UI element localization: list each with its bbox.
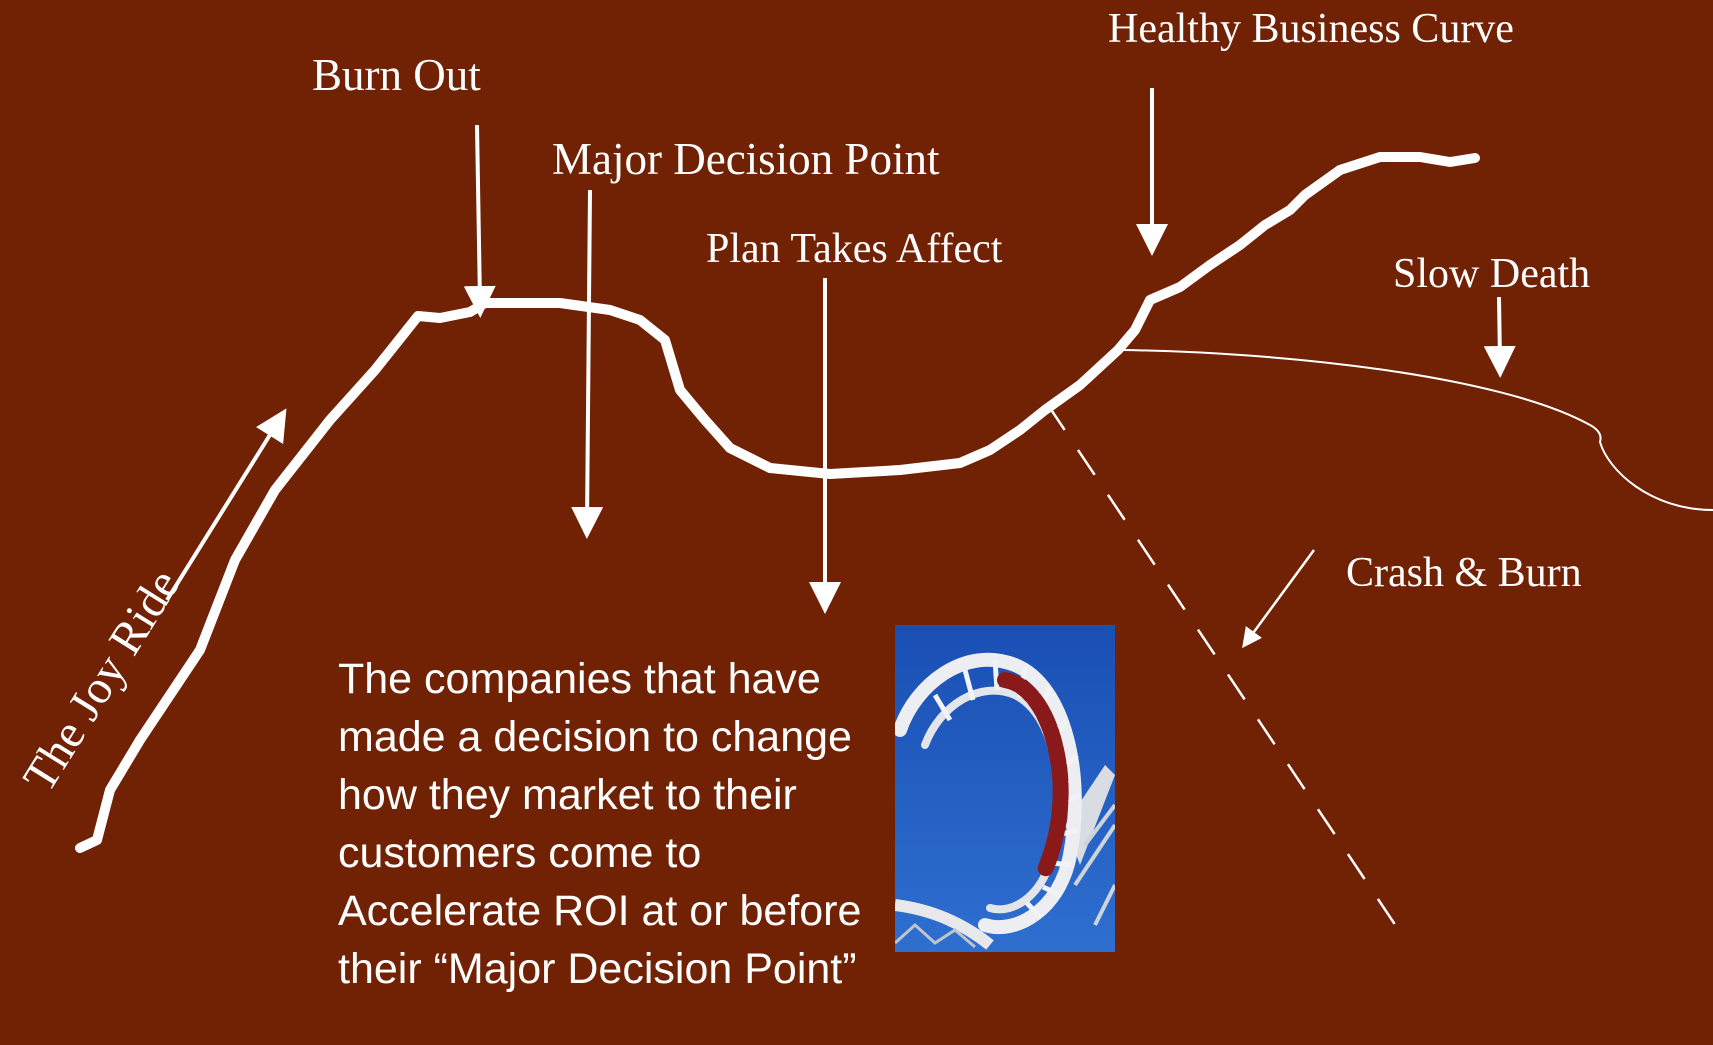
roller-coaster-photo <box>895 625 1115 952</box>
joy-ride-label: The Joy Ride <box>13 561 190 801</box>
body-text: The companies that have made a decision … <box>338 655 862 993</box>
business-curve-line <box>75 152 1480 853</box>
slow-death-arrow <box>1483 296 1516 378</box>
healthy-business-curve-label: Healthy Business Curve <box>1108 6 1514 52</box>
plan-takes-affect-label: Plan Takes Affect <box>706 226 1003 272</box>
slow-death-label: Slow Death <box>1393 251 1590 297</box>
burn-out-label: Burn Out <box>312 50 481 100</box>
crash-and-burn-label: Crash & Burn <box>1346 550 1582 596</box>
slow-death-curve <box>1119 349 1713 511</box>
major-decision-point-label: Major Decision Point <box>552 134 940 184</box>
joy-ride-arrow <box>165 408 287 602</box>
major-decision-point-arrow <box>571 189 604 539</box>
burn-out-arrow <box>463 124 496 318</box>
crash-and-burn-arrow <box>1242 549 1316 649</box>
